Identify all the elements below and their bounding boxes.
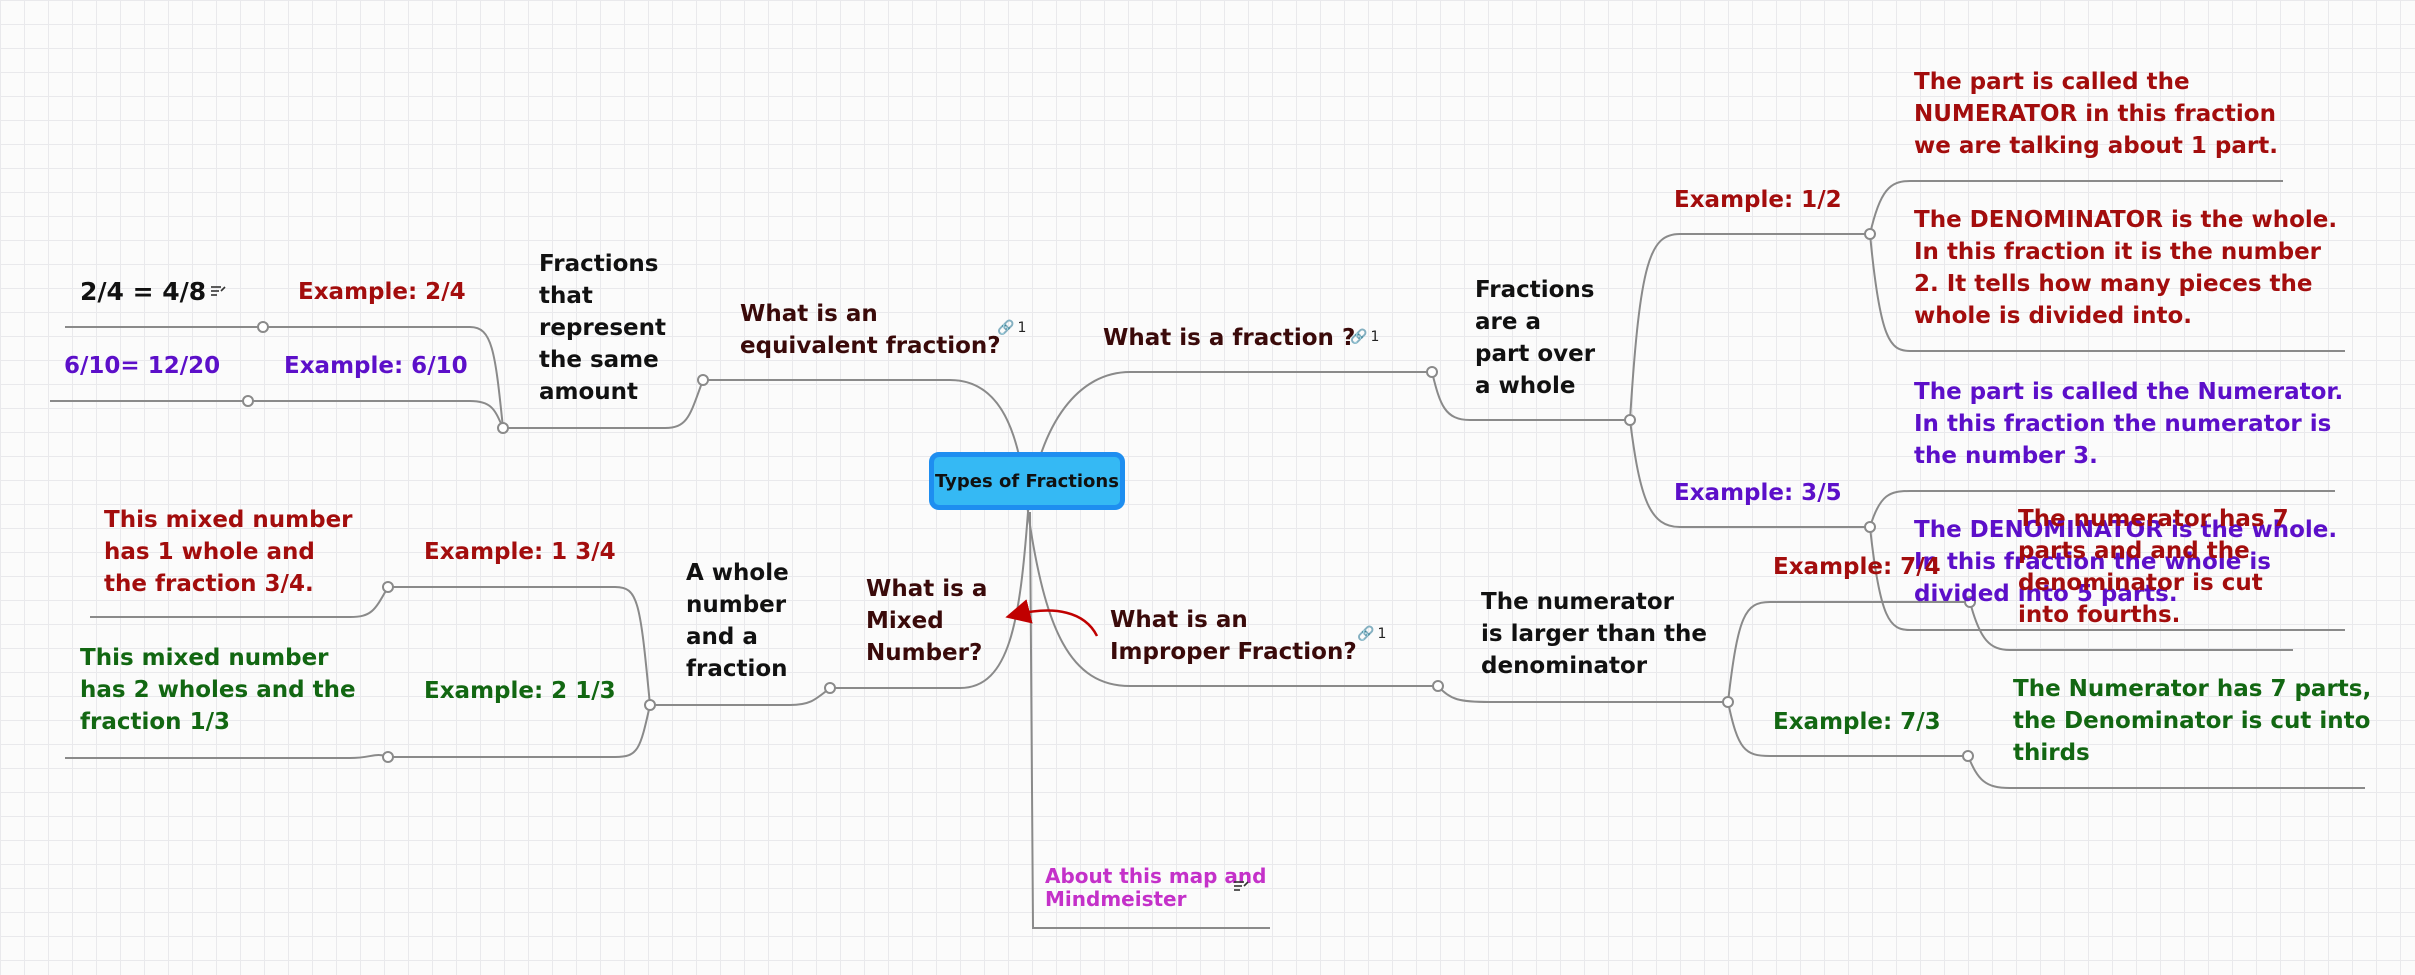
connector-node [1962,750,1974,762]
improper-link-badge[interactable]: 🔗 1 [1357,626,1386,642]
example-three-fifths-node[interactable]: Example: 3/5 [1674,480,1842,506]
connector-node [1432,680,1444,692]
connector-node [382,751,394,763]
connector-root-about [1029,511,1270,929]
fifths-numerator-note[interactable]: The part is called the Numerator. In thi… [1914,379,2344,469]
connector-node [242,395,254,407]
link-count: 1 [1370,329,1380,345]
connector-node [1864,228,1876,240]
link-icon: 🔗 [1357,626,1375,642]
mixed-note-one-whole[interactable]: This mixed number has 1 whole and the fr… [104,507,353,597]
fourths-note[interactable]: The numerator has 7 parts and and the de… [2018,506,2289,628]
equation-six-tenths-node[interactable]: 6/10= 12/20 [64,353,221,379]
connector-node [644,699,656,711]
half-numerator-note[interactable]: The part is called the NUMERATOR in this… [1914,69,2278,159]
half-denominator-note[interactable]: The DENOMINATOR is the whole. In this fr… [1914,207,2338,329]
connector-node [1864,521,1876,533]
link-icon: 🔗 [1350,329,1368,345]
same-amount-node[interactable]: Fractions that represent the same amount [539,251,667,405]
link-count: 1 [1377,626,1387,642]
example-six-tenths-node[interactable]: Example: 6/10 [284,353,468,379]
equation-two-fourths-node[interactable]: 2/4 = 4/8 [80,277,207,306]
connector-node [697,374,709,386]
connector-node [1624,414,1636,426]
example-one-half-node[interactable]: Example: 1/2 [1674,187,1842,213]
what-is-an-equivalent-fraction-node[interactable]: What is an equivalent fraction? [740,301,1001,359]
connector-node [824,682,836,694]
link-count: 1 [1017,320,1027,336]
connector-node [1722,696,1734,708]
whole-and-fraction-node[interactable]: A whole number and a fraction [686,560,789,682]
fifths-denominator-note[interactable]: The DENOMINATOR is the whole. In this fr… [1914,517,2338,607]
note-icon[interactable] [1233,880,1249,894]
mixed-note-two-wholes[interactable]: This mixed number has 2 wholes and the f… [80,645,356,735]
equivalent-link-badge[interactable]: 🔗 1 [997,320,1026,336]
connector-node [497,422,509,434]
connector-node [1426,366,1438,378]
example-two-fourths-node[interactable]: Example: 2/4 [298,279,466,305]
connector-root-improper [1027,511,1438,687]
thirds-note[interactable]: The Numerator has 7 parts, the Denominat… [2013,676,2372,766]
root-node[interactable]: Types of Fractions [929,452,1125,510]
what-is-a-mixed-number-node[interactable]: What is a Mixed Number? [866,576,988,666]
example-one-three-fourths-node[interactable]: Example: 1 3/4 [424,539,616,565]
link-icon: 🔗 [997,320,1015,336]
example-two-one-third-node[interactable]: Example: 2 1/3 [424,678,616,704]
note-icon[interactable] [210,285,226,299]
connector-node [1964,596,1976,608]
connector-node [257,321,269,333]
example-seven-fourths-node[interactable]: Example: 7/4 [1773,554,1941,580]
fraction-link-badge[interactable]: 🔗 1 [1350,329,1379,345]
connector-root-mixed [830,511,1029,689]
example-seven-thirds-node[interactable]: Example: 7/3 [1773,709,1941,735]
numerator-larger-node[interactable]: The numerator is larger than the denomin… [1481,589,1707,679]
connector-node [382,581,394,593]
what-is-a-fraction-node[interactable]: What is a fraction ? [1103,325,1356,351]
what-is-an-improper-fraction-node[interactable]: What is an Improper Fraction? [1110,607,1357,665]
about-map-node[interactable]: About this map and Mindmeister [1045,864,1267,911]
root-label: Types of Fractions [935,470,1119,492]
relation-arrow [1005,599,1099,637]
part-over-whole-node[interactable]: Fractions are a part over a whole [1475,277,1596,399]
